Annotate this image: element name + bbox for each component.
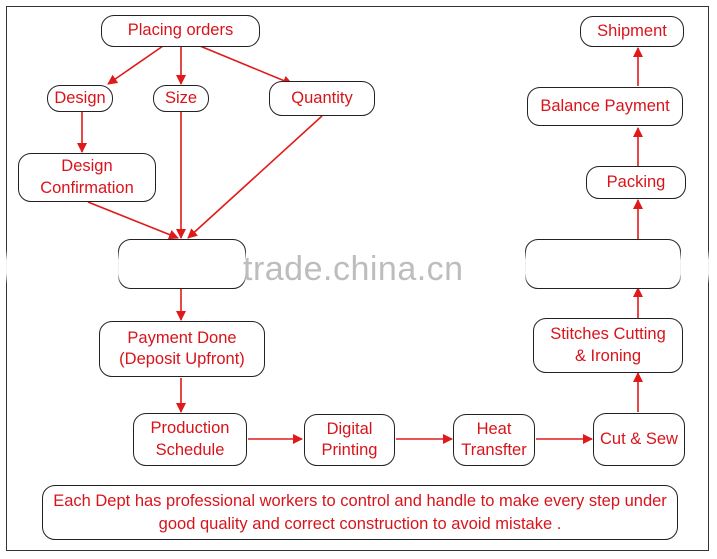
- node-placing-orders: Placing orders: [101, 15, 260, 47]
- watermark-text: trade.china.cn: [243, 250, 464, 288]
- watermark-band: [0, 250, 717, 284]
- node-production-schedule: Production Schedule: [133, 413, 247, 466]
- node-stitches-cutting: Stitches Cutting & Ironing: [533, 318, 683, 373]
- footer-note: Each Dept has professional workers to co…: [42, 485, 678, 540]
- node-payment-done: Payment Done (Deposit Upfront): [99, 321, 265, 377]
- node-design: Design: [47, 85, 113, 112]
- node-heat-transfer: Heat Transfter: [453, 414, 535, 466]
- node-cut-sew: Cut & Sew: [593, 413, 685, 466]
- node-size: Size: [153, 85, 209, 112]
- node-shipment: Shipment: [580, 16, 684, 47]
- arrow-orders-to-design: [107, 45, 164, 85]
- node-packing: Packing: [586, 166, 686, 199]
- node-quantity: Quantity: [269, 81, 375, 116]
- arrow-quantity-to-center: [187, 115, 323, 239]
- node-digital-printing: Digital Printing: [304, 414, 395, 466]
- node-design-confirmation: Design Confirmation: [18, 153, 156, 202]
- arrow-orders-to-quantity: [199, 45, 293, 86]
- arrow-confirmation-to-center: [87, 201, 179, 240]
- node-balance-payment: Balance Payment: [527, 87, 683, 126]
